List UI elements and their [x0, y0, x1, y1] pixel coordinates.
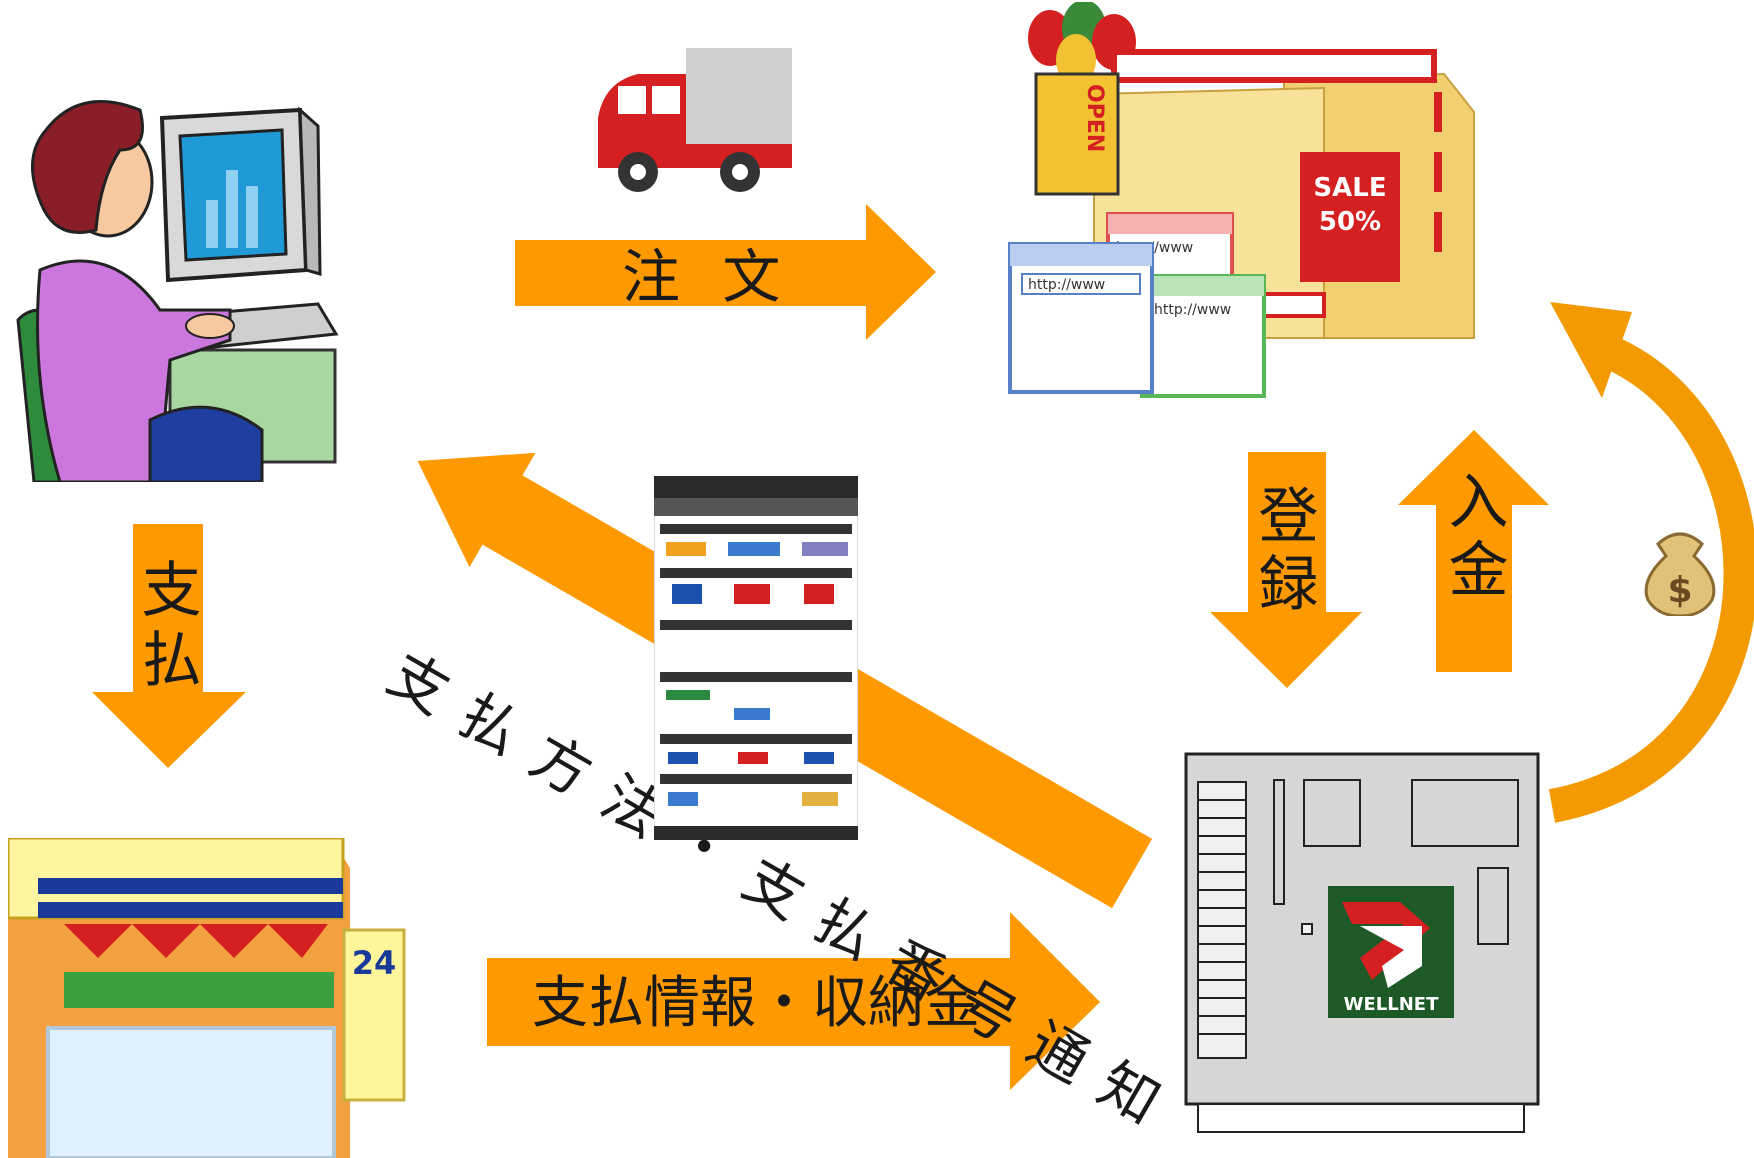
deposit-arrow: [1398, 430, 1549, 672]
customer-illustration: [16, 100, 339, 482]
browser-url-3: http://www: [1028, 277, 1105, 293]
online-shop-illustration: OPEN SALE 50% http://www http://www http…: [1008, 2, 1475, 398]
curved-deposit-arrow: [1548, 332, 1754, 823]
payment-arrow: [92, 524, 246, 768]
payment-info-arrow: [487, 912, 1100, 1090]
curved-arrow-head: [1550, 302, 1632, 398]
money-bag-symbol: $: [1667, 570, 1692, 611]
wellnet-logo-text: WELLNET: [1344, 994, 1439, 1015]
register-label: 登録: [1248, 484, 1318, 620]
payment-label: 支払: [131, 558, 201, 698]
browser-window-front: http://www: [1008, 242, 1154, 394]
convenience-store-illustration: 24: [8, 838, 406, 1158]
payment-info-label: 支払情報・収納金: [532, 971, 980, 1036]
wellnet-server-illustration: WELLNET: [1184, 752, 1540, 1133]
order-label: 注 文: [622, 243, 793, 311]
open-sign-text: OPEN: [1082, 84, 1107, 152]
browser-url-2: http://www: [1154, 302, 1231, 318]
truck-illustration: [598, 48, 792, 192]
register-arrow: [1210, 452, 1362, 688]
money-bag-icon: $: [1644, 532, 1716, 616]
sale-discount-text: 50%: [1319, 207, 1381, 237]
deposit-label: 入金: [1438, 470, 1508, 606]
mobile-payment-screen: [654, 476, 858, 840]
store-hours-badge: 24: [352, 944, 397, 982]
sale-sign-text: SALE: [1313, 173, 1386, 203]
browser-window-right: http://www: [1140, 274, 1266, 398]
order-arrow: [515, 204, 936, 340]
